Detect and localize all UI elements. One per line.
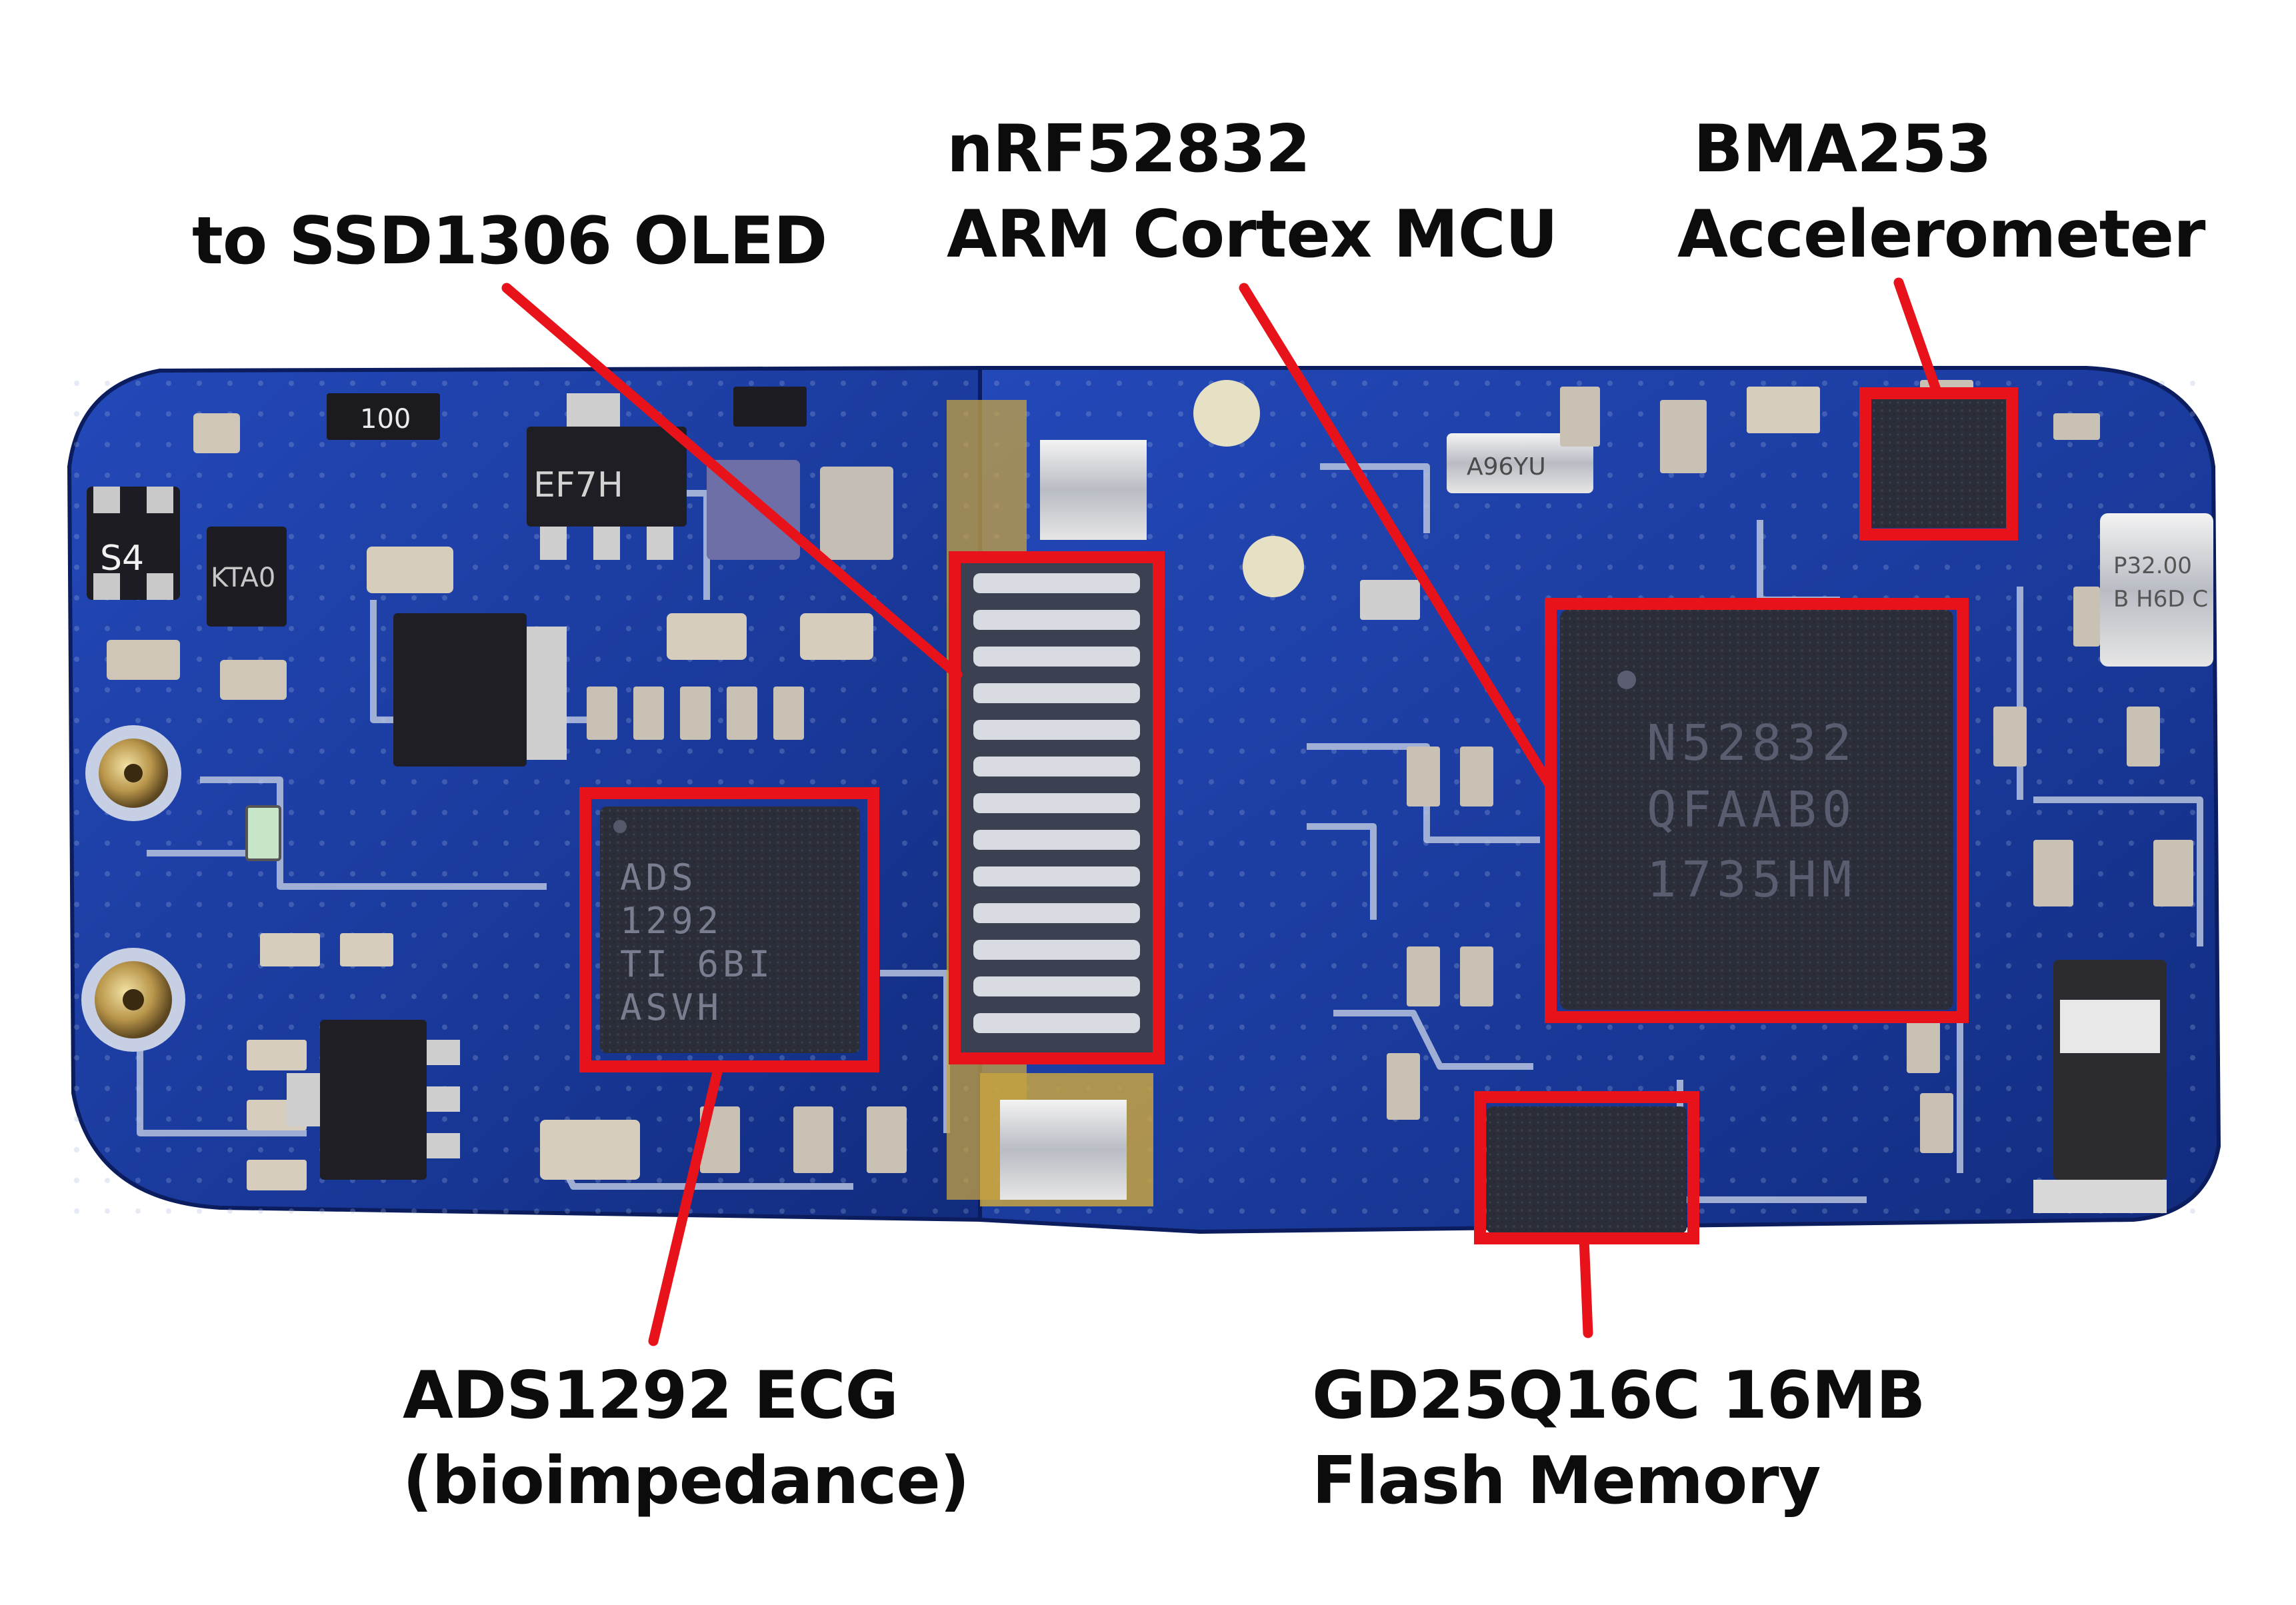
ecg-marking-line-4: ASVH bbox=[620, 986, 723, 1028]
connector-pad bbox=[973, 866, 1140, 886]
label-oled-line-1: to SSD1306 OLED bbox=[192, 203, 827, 279]
resistor-marking: 100 bbox=[360, 404, 411, 435]
oled-connector bbox=[947, 400, 1153, 1206]
s4-marking: S4 bbox=[100, 539, 144, 579]
label-flash: GD25Q16C 16MB Flash Memory bbox=[1312, 1353, 1925, 1524]
connector-pad bbox=[973, 830, 1140, 850]
label-flash-line-1: GD25Q16C 16MB bbox=[1312, 1358, 1925, 1434]
crystal-marking-line-2: B H6D C bbox=[2113, 586, 2208, 613]
connector-pad bbox=[973, 720, 1140, 740]
label-ecg-line-1: ADS1292 ECG bbox=[403, 1358, 899, 1434]
regulator-marking: EF7H bbox=[533, 465, 623, 505]
label-accel: BMA253 Accelerometer bbox=[1677, 107, 2205, 277]
leader-flash bbox=[1579, 1233, 1593, 1338]
leader-lines bbox=[501, 277, 1943, 1346]
label-ecg: ADS1292 ECG (bioimpedance) bbox=[403, 1353, 970, 1524]
ic-small-marking: KTA0 bbox=[211, 563, 275, 593]
connector-pad bbox=[973, 683, 1140, 703]
leader-mcu bbox=[1239, 283, 1556, 792]
nrf52832-chip: N52832 QFAAB0 1735HM bbox=[1560, 610, 1953, 1010]
left-components: S4 KTA0 100 EF7H bbox=[87, 387, 907, 1190]
top-crystal-marking: A96YU bbox=[1467, 453, 1546, 481]
highlight-ads1292 bbox=[579, 787, 879, 1072]
label-mcu-line-2: ARM Cortex MCU bbox=[947, 197, 1558, 273]
connector-pad bbox=[973, 903, 1140, 923]
label-accel-line-2: Accelerometer bbox=[1677, 197, 2205, 273]
label-ecg-line-2: (bioimpedance) bbox=[403, 1443, 970, 1519]
leader-accel bbox=[1893, 277, 1943, 399]
label-accel-line-1: BMA253 bbox=[1693, 111, 1992, 187]
connector-pad bbox=[973, 647, 1140, 667]
connector-pad bbox=[973, 976, 1140, 996]
connector-pad bbox=[973, 793, 1140, 813]
highlights bbox=[579, 387, 2018, 1244]
ads1292-chip: ADS 1292 TI 6BI ASVH bbox=[600, 806, 860, 1053]
label-flash-line-2: Flash Memory bbox=[1312, 1443, 1821, 1519]
crystal-marking-line-1: P32.00 bbox=[2113, 553, 2192, 579]
leader-ecg bbox=[648, 1061, 724, 1346]
connector-pad bbox=[973, 573, 1140, 593]
connector-pad bbox=[973, 940, 1140, 960]
label-mcu-line-1: nRF52832 bbox=[947, 111, 1311, 187]
connector-pad bbox=[973, 757, 1140, 777]
ecg-marking-line-1: ADS bbox=[620, 856, 697, 898]
ecg-marking-line-2: 1292 bbox=[620, 900, 723, 942]
mcu-marking-line-1: N52832 bbox=[1647, 715, 1857, 772]
highlight-oled-connector bbox=[949, 551, 1165, 1064]
ecg-marking-line-3: TI 6BI bbox=[620, 943, 774, 985]
label-mcu: nRF52832 ARM Cortex MCU bbox=[947, 107, 1558, 277]
electrode-connectors bbox=[81, 725, 185, 1052]
gd25q16c-chip bbox=[1487, 1106, 1687, 1233]
highlight-nrf52832 bbox=[1545, 598, 1969, 1023]
leader-oled bbox=[501, 283, 963, 680]
bma253-chip bbox=[1865, 395, 2009, 528]
connector-pad bbox=[973, 1013, 1140, 1033]
mcu-marking-line-3: 1735HM bbox=[1647, 851, 1857, 908]
connector-pad bbox=[973, 610, 1140, 630]
label-oled: to SSD1306 OLED bbox=[192, 199, 827, 284]
mcu-marking-line-2: QFAAB0 bbox=[1647, 781, 1857, 838]
